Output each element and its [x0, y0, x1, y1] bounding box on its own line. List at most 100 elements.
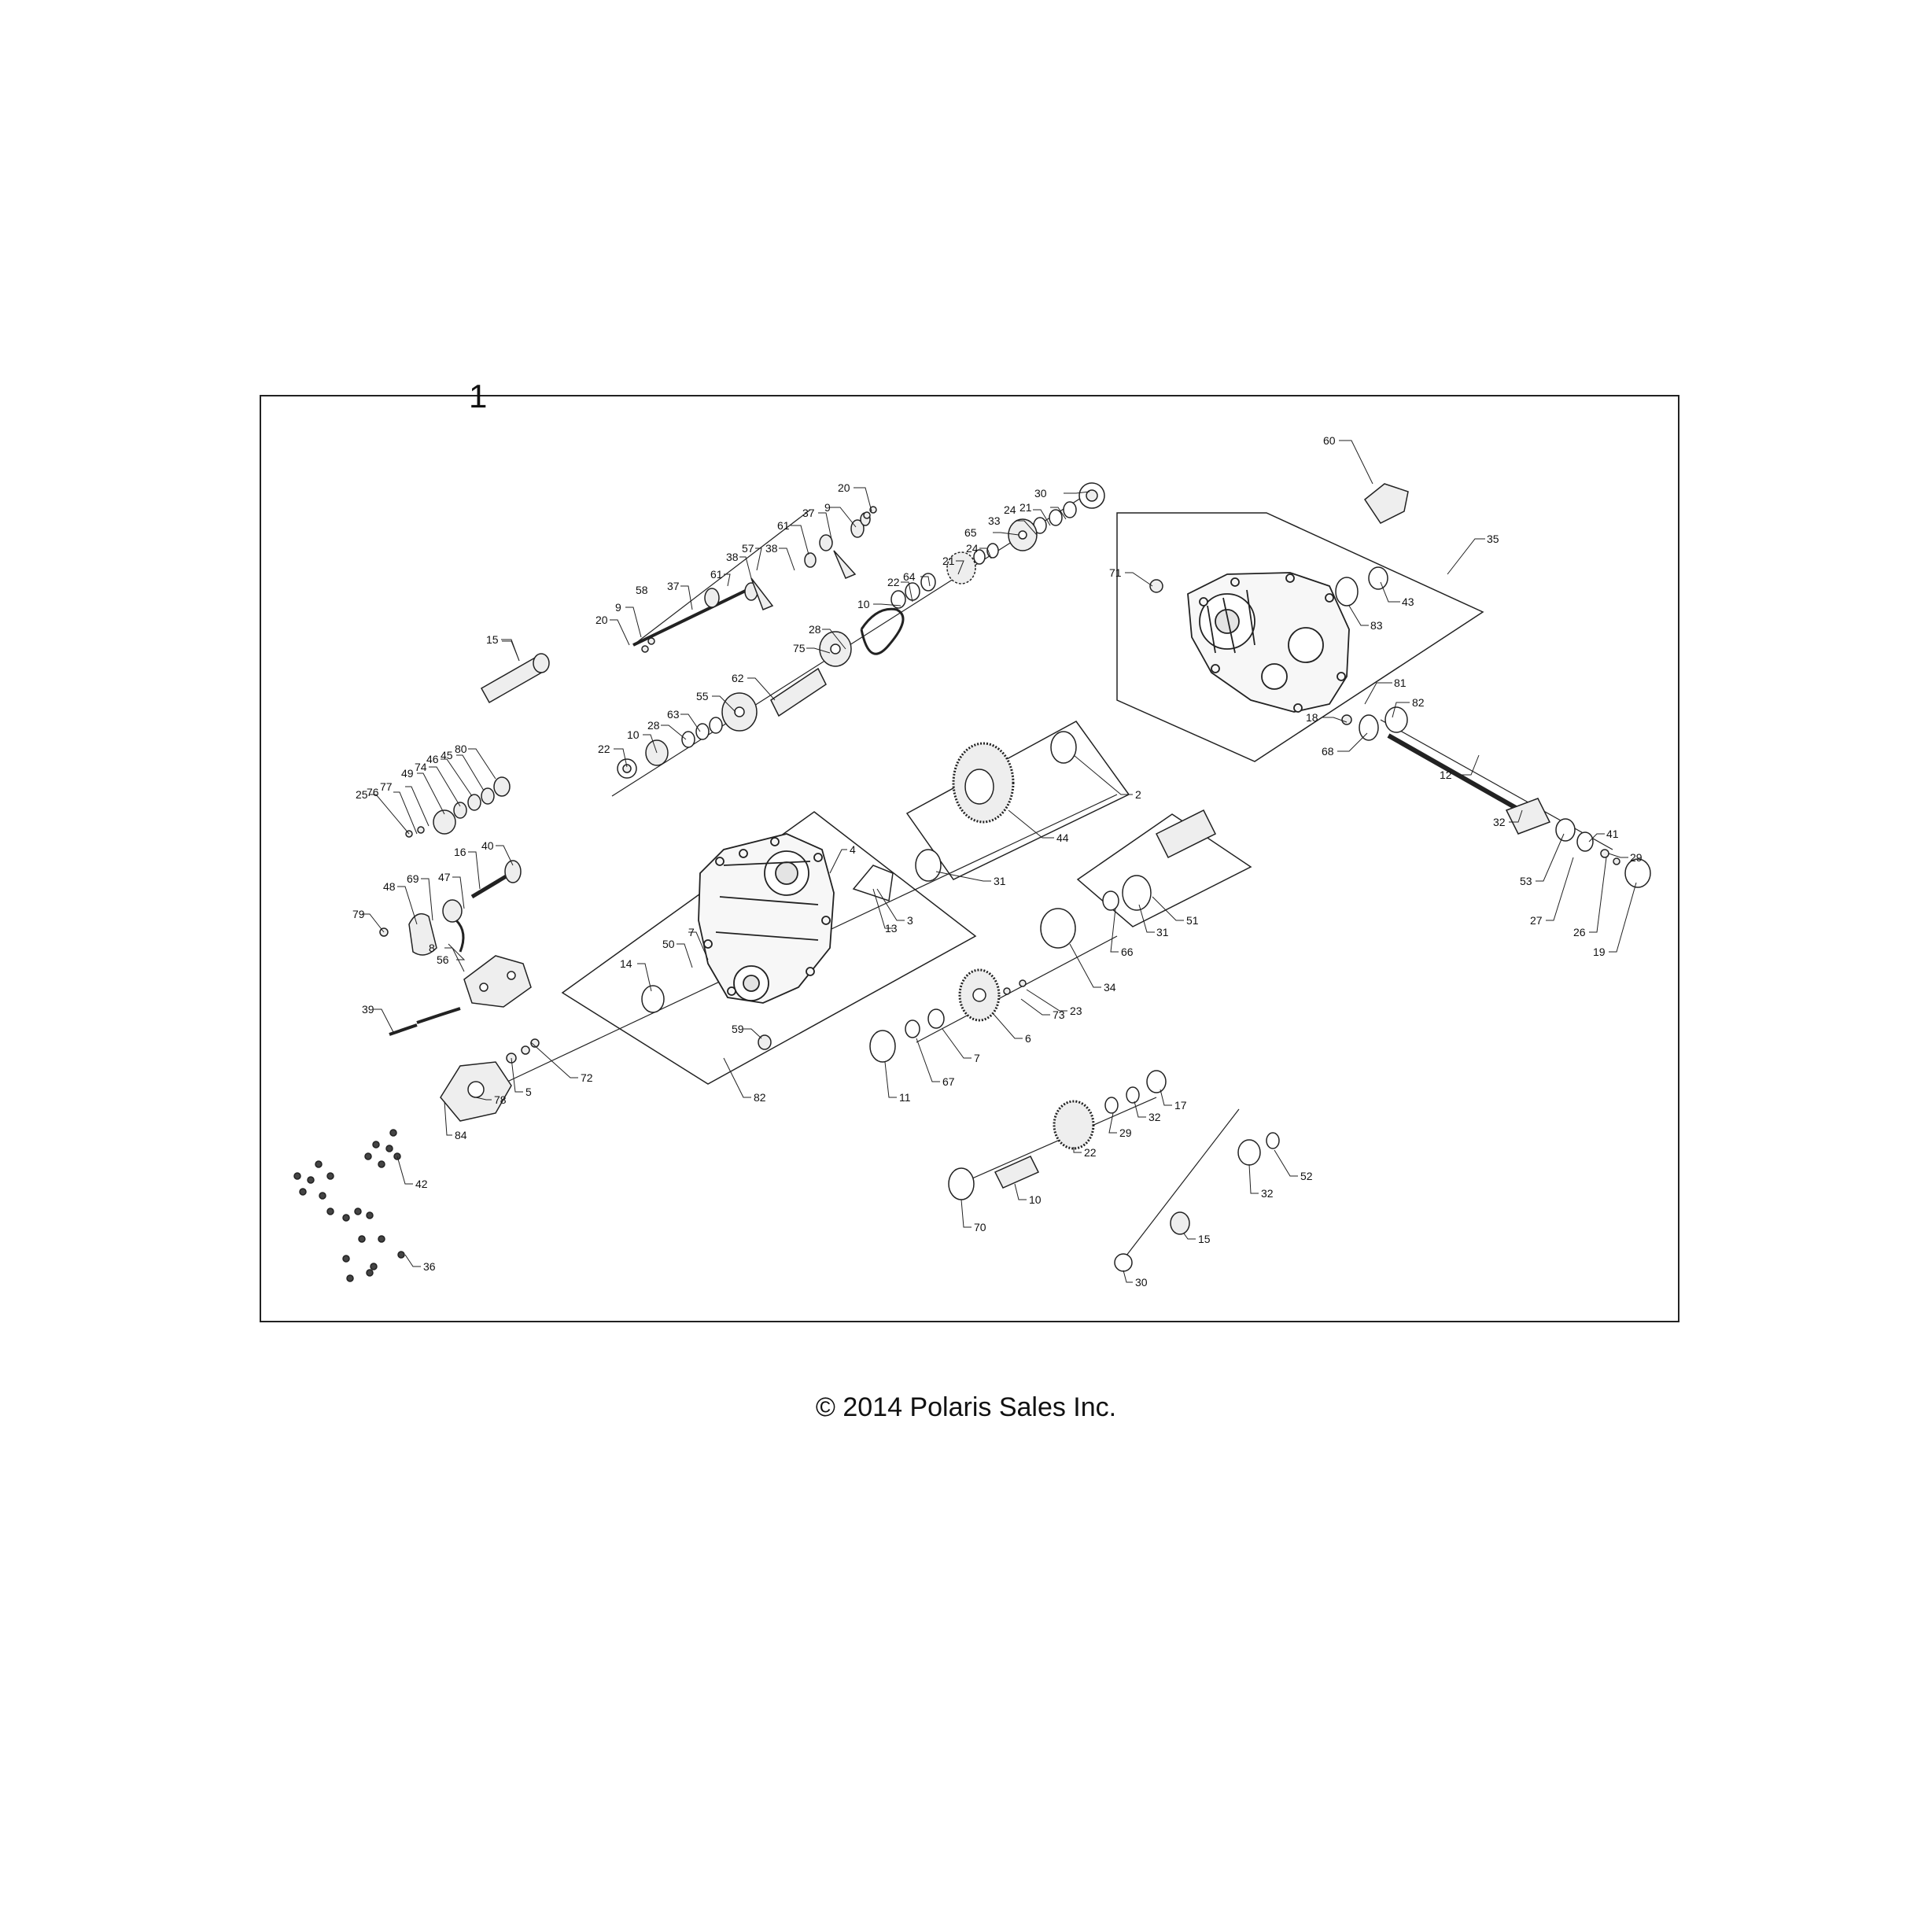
callout: 26: [1573, 926, 1586, 938]
callout: 80: [455, 743, 467, 755]
callout: 20: [838, 481, 850, 494]
callout: 47: [438, 871, 451, 883]
copyright-notice: © 2014 Polaris Sales Inc.: [815, 1392, 1117, 1422]
callout: 14: [620, 957, 632, 970]
callout: 44: [1056, 831, 1069, 844]
callout: 3: [907, 914, 913, 927]
callout: 19: [1593, 946, 1606, 958]
callout: 73: [1053, 1008, 1065, 1021]
callout: 66: [1121, 946, 1134, 958]
callout: 15: [486, 633, 499, 646]
callout: 57: [742, 542, 754, 555]
assembly-axis-lines: [507, 493, 1613, 1263]
callout: 22: [1084, 1146, 1097, 1159]
callout: 82: [754, 1091, 766, 1104]
callout: 81: [1394, 677, 1407, 689]
callout: 25: [356, 788, 368, 801]
callout: 46: [426, 753, 439, 765]
callout: 20: [595, 614, 608, 626]
callout: 64: [903, 570, 916, 583]
callout: 33: [988, 514, 1001, 527]
callout: 38: [726, 551, 739, 563]
callout: 78: [494, 1093, 507, 1106]
callout: 39: [362, 1003, 374, 1016]
callout: 16: [454, 846, 466, 858]
callout: 77: [380, 780, 393, 793]
callout: 61: [777, 519, 790, 532]
callout: 76: [367, 786, 379, 798]
frame-label: 1: [469, 378, 487, 415]
callout: 63: [667, 708, 680, 721]
callout: 10: [857, 598, 870, 610]
callout: 30: [1034, 487, 1047, 500]
callout: 22: [598, 743, 610, 755]
leader-lines: [362, 440, 1637, 1283]
callout: 59: [732, 1023, 744, 1035]
callout: 7: [688, 926, 695, 938]
callout: 29: [1630, 851, 1643, 864]
callout: 69: [407, 872, 419, 885]
callout: 74: [415, 761, 427, 773]
callout: 41: [1606, 828, 1619, 840]
callout: 18: [1306, 711, 1318, 724]
transmission-case-left: [698, 833, 835, 1004]
callout: 49: [401, 767, 414, 780]
callout: 75: [793, 642, 806, 654]
callout: 35: [1487, 533, 1499, 545]
callout: 42: [415, 1178, 428, 1190]
callout: 9: [615, 601, 621, 614]
callout: 5: [525, 1086, 532, 1098]
callout: 60: [1323, 434, 1336, 447]
callout: 38: [765, 542, 778, 555]
callout: 68: [1322, 745, 1334, 758]
callout: 27: [1530, 914, 1543, 927]
callout: 61: [710, 568, 723, 581]
callout: 6: [1025, 1032, 1031, 1045]
callout: 7: [974, 1052, 980, 1064]
callout: 30: [1135, 1276, 1148, 1289]
callout: 10: [1029, 1193, 1042, 1206]
callout: 55: [696, 690, 709, 702]
callout: 37: [802, 507, 815, 519]
callout: 71: [1109, 566, 1122, 579]
transmission-case-right: [1187, 572, 1350, 713]
callout: 24: [966, 542, 979, 555]
callout: 34: [1104, 981, 1116, 994]
callout: 40: [481, 839, 494, 852]
callout: 67: [942, 1075, 955, 1088]
callout: 79: [352, 908, 365, 920]
callout: 72: [581, 1071, 593, 1084]
callout: 21: [1019, 501, 1032, 514]
callout: 65: [964, 526, 977, 539]
callout: 31: [994, 875, 1006, 887]
callout: 21: [942, 555, 955, 567]
callout: 70: [974, 1221, 986, 1233]
callout: 2: [1135, 788, 1141, 801]
callout: 15: [1198, 1233, 1211, 1245]
callout: 82: [1412, 696, 1425, 709]
callout: 51: [1186, 914, 1199, 927]
callout: 4: [850, 843, 856, 856]
callout: 24: [1004, 503, 1016, 516]
callout: 32: [1261, 1187, 1274, 1200]
callout: 29: [1119, 1126, 1132, 1139]
callout: 13: [885, 922, 898, 935]
callout: 32: [1149, 1111, 1161, 1123]
callout: 56: [437, 953, 449, 966]
callout: 9: [824, 501, 831, 514]
callout: 32: [1493, 816, 1506, 828]
callout: 43: [1402, 595, 1414, 608]
callout: 28: [809, 623, 821, 636]
callout: 58: [636, 584, 648, 596]
parts: [293, 482, 1651, 1282]
callout: 8: [429, 942, 435, 954]
callout: 62: [732, 672, 744, 684]
callout-labels: 20 9 37 61 38 57 38 61 37 58 20 9 30 21 …: [352, 434, 1643, 1289]
callout: 17: [1174, 1099, 1187, 1112]
callout: 48: [383, 880, 396, 893]
callout: 83: [1370, 619, 1383, 632]
callout: 50: [662, 938, 675, 950]
callout: 11: [899, 1091, 911, 1104]
callout: 84: [455, 1129, 467, 1141]
